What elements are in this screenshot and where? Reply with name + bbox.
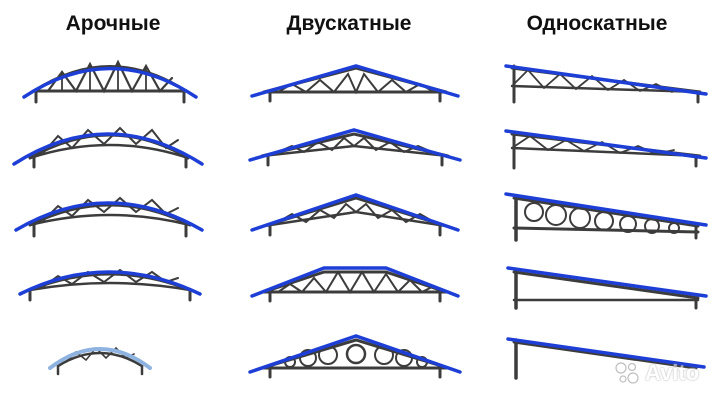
gable-truss-2: [248, 128, 462, 167]
avito-logo-icon: [615, 362, 639, 384]
gable-truss-1: [250, 64, 460, 103]
shed-truss-5: [506, 337, 706, 380]
shed-truss-3: [504, 192, 708, 242]
arched-truss-3: [14, 196, 204, 238]
avito-watermark: Avito: [614, 360, 699, 386]
arched-truss-1: [22, 59, 198, 104]
arched-truss-4: [18, 268, 202, 302]
gable-truss-3: [250, 193, 460, 237]
shed-truss-1: [504, 64, 708, 104]
column-title-shed: Односкатные: [526, 12, 668, 35]
column-title-gable: Двускатные: [286, 12, 412, 35]
shed-truss-2: [504, 129, 708, 170]
shed-truss-4: [506, 266, 708, 310]
arched-truss-5: [48, 346, 152, 376]
gable-truss-4: [250, 266, 460, 303]
arched-truss-2: [12, 126, 204, 169]
avito-watermark-text: Avito: [645, 360, 700, 385]
column-title-arched: Арочные: [65, 12, 161, 35]
gable-truss-5: [248, 334, 462, 379]
